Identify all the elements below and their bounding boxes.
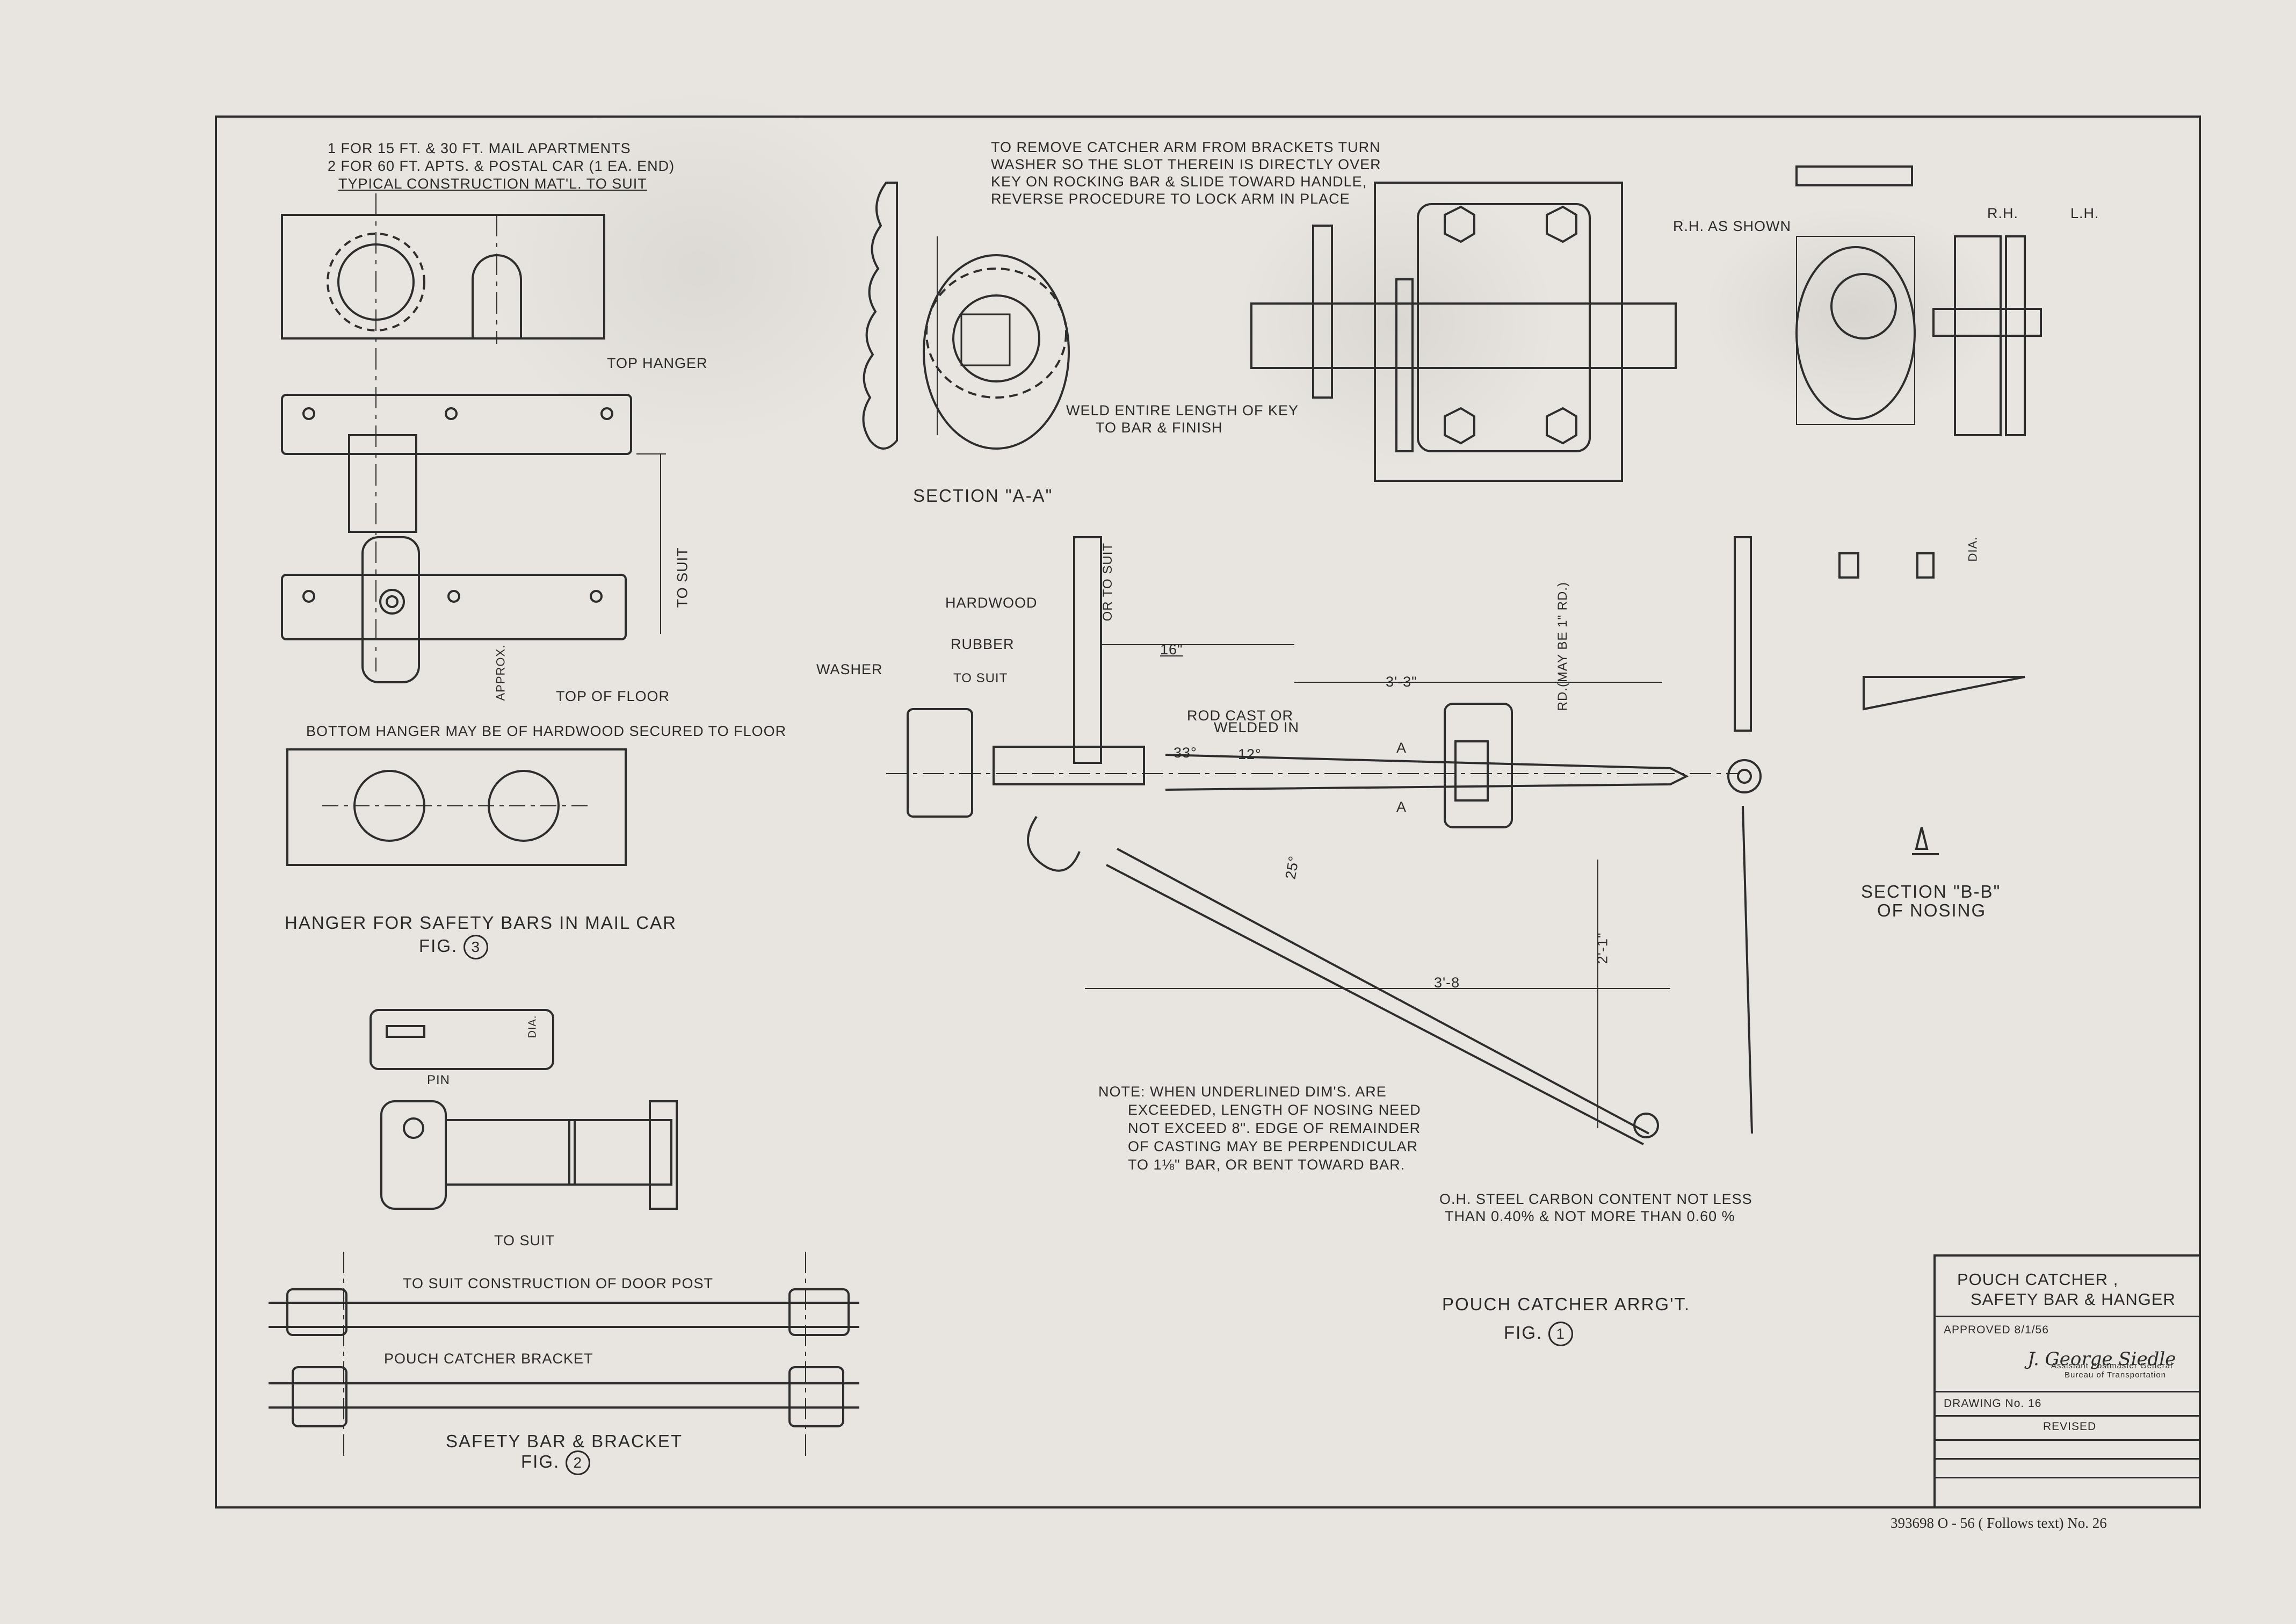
floor-plate-view [286,748,627,866]
label-rh: R.H. [1987,205,2018,221]
dimension-33-deg: 33° [1174,745,1197,761]
note-remove-catcher-3: KEY ON ROCKING BAR & SLIDE TOWARD HANDLE… [991,174,1367,190]
note-block-1: NOTE: WHEN UNDERLINED DIM'S. ARE [1098,1084,1387,1100]
steel-note-2: THAN 0.40% & NOT MORE THAN 0.60 % [1445,1208,1735,1224]
label-rh-as-shown: R.H. AS SHOWN [1673,218,1792,234]
fig2-fig-text: FIG. [521,1452,560,1471]
safety-bar-views [269,1252,859,1456]
note-block-3: NOT EXCEED 8". EDGE OF REMAINDER [1128,1120,1421,1136]
title-block-approved: APPROVED 8/1/56 [1944,1324,2049,1336]
title-block: POUCH CATCHER , SAFETY BAR & HANGER APPR… [1933,1254,2199,1506]
label-washer: WASHER [816,661,883,677]
label-to-suit-door-post: TO SUIT CONSTRUCTION OF DOOR POST [403,1275,714,1291]
steel-note-1: O.H. STEEL CARBON CONTENT NOT LESS [1439,1191,1752,1207]
fig1-fig-text: FIG. [1504,1323,1543,1342]
fig2-title: SAFETY BAR & BRACKET [446,1431,683,1451]
top-hanger-front-view [281,193,605,672]
title-block-revised: REVISED [2043,1420,2097,1433]
note-block-5: TO 1⅛" BAR, OR BENT TOWARD BAR. [1128,1157,1406,1173]
label-weld-note-2: TO BAR & FINISH [1096,420,1223,436]
title-block-divider-4 [1936,1439,2199,1441]
label-rubber: RUBBER [951,636,1015,652]
note-remove-catcher-4: REVERSE PROCEDURE TO LOCK ARM IN PLACE [991,191,1350,207]
label-top-of-floor: TOP OF FLOOR [556,688,670,704]
label-bottom-hanger: BOTTOM HANGER MAY BE OF HARDWOOD SECURED… [306,723,787,739]
label-top-hanger: TOP HANGER [607,355,708,371]
fig3-label: FIG. 3 [419,935,489,959]
title-block-drawing-number: DRAWING No. 16 [1944,1397,2042,1410]
title-block-signer-role-1: Assistant Postmaster General [2051,1361,2173,1370]
label-pouch-catcher-bracket: POUCH CATCHER BRACKET [384,1351,593,1367]
title-block-title-1: POUCH CATCHER , [1957,1270,2119,1289]
note-block-2: EXCEEDED, LENGTH OF NOSING NEED [1128,1102,1421,1118]
label-to-suit-vertical: TO SUIT [674,547,691,608]
fig1-title: POUCH CATCHER ARRG'T. [1442,1294,1691,1314]
section-bb-title: SECTION "B-B" [1861,882,2001,901]
label-rod-cast: ROD CAST OR [1187,708,1294,724]
label-hardwood: HARDWOOD [945,595,1038,611]
section-bb-subtitle: OF NOSING [1877,900,1987,920]
drawing-border [215,116,2201,1508]
approver-signature: J. George Siedle [2027,1348,2176,1370]
fig3-circle-number: 3 [463,935,489,959]
note-mail-apartments-3: TYPICAL CONSTRUCTION MAT'L. TO SUIT [338,176,647,192]
dimension-3-8: 3'-8 [1434,975,1460,991]
label-dia-small: DIA. [1966,536,1980,562]
label-weld-note: WELD ENTIRE LENGTH OF KEY [1066,402,1299,418]
title-block-divider-2 [1936,1391,2199,1392]
note-mail-apartments-1: 1 FOR 15 FT. & 30 FT. MAIL APARTMENTS [328,140,631,156]
fig2-circle-number: 2 [566,1450,591,1475]
note-mail-apartments-2: 2 FOR 60 FT. APTS. & POSTAL CAR (1 EA. E… [328,158,675,174]
label-or-to-suit: OR TO SUIT [1100,542,1116,622]
title-block-divider-3 [1936,1415,2199,1417]
label-to-suit-small: TO SUIT [953,671,1008,685]
label-pin: PIN [427,1073,451,1087]
dimension-16: 16" [1160,641,1183,658]
note-remove-catcher-2: WASHER SO THE SLOT THEREIN IS DIRECTLY O… [991,156,1381,172]
title-block-title-2: SAFETY BAR & HANGER [1971,1290,2176,1309]
fig1-label: FIG. 1 [1504,1322,1574,1346]
top-hanger-plan-view [281,394,632,533]
label-lh: L.H. [2070,205,2099,221]
label-approx: APPROX. [494,644,508,701]
title-block-signer-role-2: Bureau of Transportation [2065,1370,2167,1380]
print-footer: 393698 O - 56 ( Follows text) No. 26 [1891,1515,2107,1531]
title-block-divider-1 [1936,1316,2199,1317]
note-block-4: OF CASTING MAY BE PERPENDICULAR [1128,1138,1418,1154]
pin-detail-view [370,1009,678,1210]
bottom-hanger-view [281,536,627,683]
label-dia-pin: DIA. [526,1015,539,1038]
section-mark-a-top: A [1396,740,1407,756]
note-remove-catcher-1: TO REMOVE CATCHER ARM FROM BRACKETS TURN [991,139,1381,155]
section-bb-drawing [1838,552,2025,855]
dimension-2-1: 2'-1" [1594,932,1611,964]
label-rod-cast-2: WELDED IN [1214,719,1300,735]
dimension-3-3: 3'-3" [1386,674,1417,690]
fig3-title: HANGER FOR SAFETY BARS IN MAIL CAR [285,913,677,933]
bracket-side-view [1250,182,1677,482]
label-to-suit-bar: TO SUIT [494,1232,555,1248]
dimension-12-deg: 12° [1238,746,1262,762]
label-rd-note: RD.(MAY BE 1" RD.) [1555,582,1570,711]
title-block-divider-6 [1936,1477,2199,1478]
section-aa-drawing [862,182,1070,450]
section-mark-a-bottom: A [1396,799,1407,815]
fig2-label: FIG. 2 [521,1450,591,1475]
nosing-detail-views [1795,165,2042,436]
title-block-divider-5 [1936,1458,2199,1460]
pouch-catcher-arrangement [886,536,1762,1145]
fig3-fig-text: FIG. [419,936,458,956]
section-aa-title: SECTION "A-A" [913,486,1053,506]
fig1-circle-number: 1 [1548,1322,1574,1346]
